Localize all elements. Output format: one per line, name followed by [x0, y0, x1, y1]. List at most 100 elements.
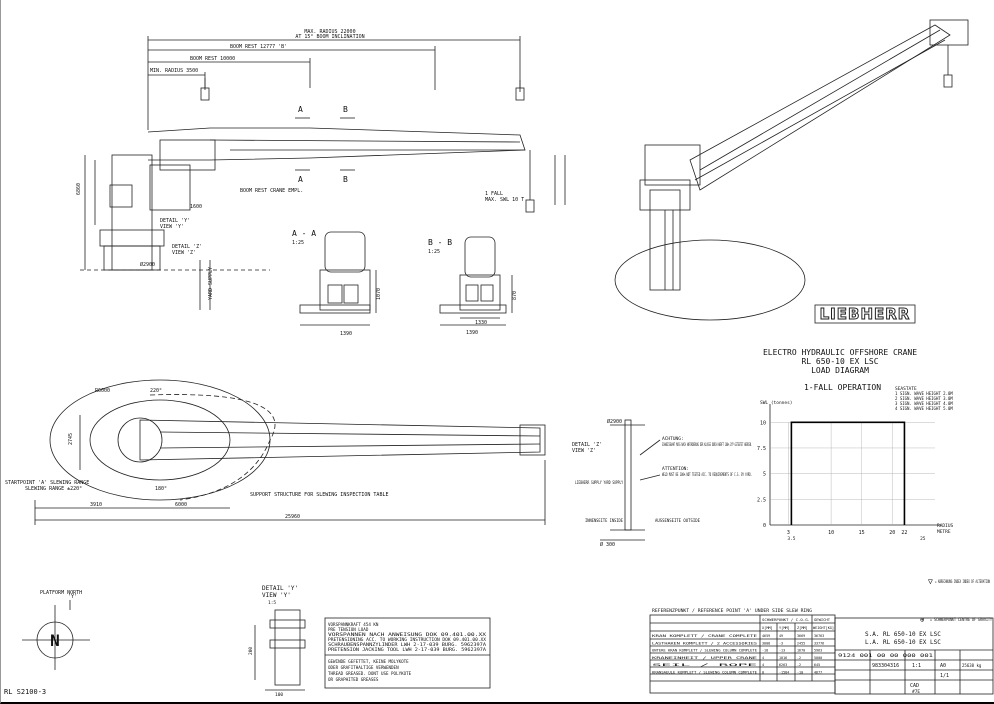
detail-y — [254, 609, 306, 691]
cog-sub-y: Y[MM] — [779, 626, 790, 630]
label-detail-z: DETAIL 'Z' — [172, 244, 202, 250]
plan-d1: 3910 — [90, 502, 102, 508]
chart-x-tick: 3 — [787, 530, 790, 536]
drawing-format: A0 — [940, 663, 946, 669]
detaily-view: VIEW 'Y' — [262, 592, 291, 599]
detailz-d: Ø2900 — [607, 418, 622, 425]
cog-row-value: 3669 — [797, 634, 805, 638]
cog-row-name: LASTHAKEN KOMPLETT / 2 ACCESSORIES — [652, 641, 757, 645]
section-a-top: A — [298, 105, 303, 114]
chart-seastate-item: 3 SIGN. WAVE HEIGHT 4.0M — [895, 401, 953, 406]
crane-3d-view — [614, 19, 969, 321]
label-fall: 1 FALL — [485, 191, 503, 197]
bolt-line7: GEWINDE GEFETTET, KEINE MOLYKOTE — [328, 659, 409, 664]
plan-d4: 2745 — [68, 433, 74, 445]
bolt-line9: THREAD GREASED. DONT USE POLYKOTE — [328, 671, 412, 676]
chart-y-tick: 0 — [763, 523, 766, 529]
detailz-d2: Ø 300 — [600, 541, 615, 548]
label-d2900: Ø2900 — [140, 261, 155, 268]
chart-x-extra-tick: 3.5 — [787, 536, 795, 542]
cog-title: REFERENZPUNKT / REFERENCE POINT 'A' UNDE… — [652, 608, 813, 613]
cog-row-value: 645 — [814, 663, 820, 667]
label-yard-supply: YARD SUPPLY — [208, 267, 214, 300]
chart-seastate-title: SEASTATE — [895, 386, 917, 392]
section-aa-scale: 1:25 — [292, 240, 304, 246]
bolt-line2: PRE TENSION LOAD — [328, 627, 369, 632]
cog-row-name: SEIL / ROPE — [652, 663, 757, 667]
label-boom-rest: BOOM REST CRANE EMPL. — [240, 188, 303, 194]
cog-row-name: KRAN KOMPLETT / CRANE COMPLETE — [652, 634, 757, 638]
chart-seastate-item: 1 SIGN. WAVE HEIGHT 2.0M — [895, 391, 953, 396]
detaily-d1: 200 — [248, 647, 254, 655]
cog-row-value: 4 — [762, 663, 764, 667]
dim-max-radius-note: AT 15° BOOM INCLINATION — [295, 34, 364, 40]
bolt-line1: VORSPANNKRAFT 454 KN — [328, 622, 379, 627]
chart-x-tick: 22 — [901, 530, 907, 536]
drawing-weight: 25638 kg — [962, 663, 982, 668]
label-height-6860: 6860 — [76, 183, 82, 195]
detailz-inside: INNENSEITE INSIDE — [585, 518, 623, 524]
cog-header-cog: SCHWERPUNKT / C.O.G. — [762, 617, 810, 622]
detaily-scale: 1:5 — [268, 600, 276, 606]
plan-view — [34, 379, 546, 525]
drawing-crane-2: L.A. RL 650-10 EX LSC — [865, 639, 941, 646]
detailz-note2: SCHWEISSNAHT MUSS NACH ANFORDERUNG DER K… — [662, 442, 752, 447]
bolt-line5: SCHRAUBENSPANNZYLINDER LWH 2-17-039 BURG… — [328, 642, 487, 647]
section-a-bottom: A — [298, 175, 303, 184]
section-bb-width: 1390 — [466, 330, 478, 336]
north-label: PLATFORM NORTH — [40, 590, 82, 596]
cog-row-name: KRANEINHEIT / UPPER CRANE — [652, 656, 757, 660]
side-label: RL S2100-3 — [4, 688, 46, 696]
cog-row-value: 6263 — [779, 663, 787, 667]
cog-header-weight: GEWICHT — [814, 617, 831, 622]
dim-boom-rest-2: BOOM REST 10000 — [190, 56, 235, 62]
drawing-number: 9124 001 00 00 000 001 — [838, 653, 933, 659]
chart-x-extra-tick: 25 — [920, 536, 926, 542]
chart-x-tick: 10 — [828, 530, 834, 536]
cog-row-value: 1016 — [779, 656, 787, 660]
cog-row-value: -1584 — [779, 671, 789, 675]
chart-y-tick: 2.5 — [757, 497, 766, 503]
cog-row-value: 49 — [779, 634, 783, 638]
north-letter: N — [50, 631, 60, 650]
drawing-crane-1: S.A. RL 650-10 EX LSC — [865, 631, 941, 638]
section-bb-height: 870 — [512, 291, 518, 300]
plan-angle2: 180° — [155, 486, 167, 492]
cog-row-value: 4659 — [762, 634, 770, 638]
detaily-title: DETAIL 'Y' — [262, 585, 298, 592]
north-compass — [22, 600, 90, 670]
cog-sub-x: X[MM] — [762, 626, 773, 630]
side-elevation — [80, 36, 566, 310]
drawing-rev: 1/1 — [940, 673, 949, 679]
label-max-swl: MAX. SWL 10 T — [485, 197, 524, 203]
chart-y-tick: 7.5 — [757, 446, 766, 452]
chart-xlabel: RADIUS — [937, 523, 954, 529]
section-bb-scale: 1:25 — [428, 249, 440, 255]
cog-row-value: 1670 — [797, 649, 805, 653]
north-arrow-label: 'Y' — [68, 594, 77, 600]
cog-row-value: 4677 — [814, 671, 822, 675]
section-aa-width: 1390 — [340, 331, 352, 337]
cog-row-value: -2 — [797, 663, 801, 667]
legend-note2: = SCHWERPUNKT CENTRE OF GRAVITY — [930, 617, 992, 622]
detailz-note3: ATTENTION: — [662, 466, 689, 472]
cog-table — [649, 614, 836, 694]
section-aa-height: 1070 — [376, 288, 382, 300]
plan-d3: 25960 — [285, 514, 300, 520]
section-bb-title: B - B — [428, 238, 452, 247]
liebherr-logo: LIEBHERR — [814, 305, 916, 324]
bolt-line10: OR GRAPHITED GREASES — [328, 677, 379, 682]
section-b-top: B — [343, 105, 348, 114]
section-aa-title: A - A — [292, 229, 316, 238]
cog-row-value: -2 — [797, 656, 801, 660]
title-line1: ELECTRO HYDRAULIC OFFSHORE CRANE — [763, 348, 917, 357]
legend-sym2: ⊕ — [920, 616, 925, 624]
title-line2: RL 650-10 EX LSC — [801, 357, 878, 366]
plan-startpoint: STARTPOINT 'A' SLEWING RANGE — [5, 480, 89, 486]
bolt-line3: VORSPANNEN NACH ANWEISUNG DOK 09.401.00.… — [328, 632, 487, 637]
detailz-title: DETAIL 'Z' — [572, 442, 602, 448]
drawing-scale: 1:1 — [912, 663, 921, 669]
drawing-sheet-no: 983304316 — [872, 663, 899, 669]
